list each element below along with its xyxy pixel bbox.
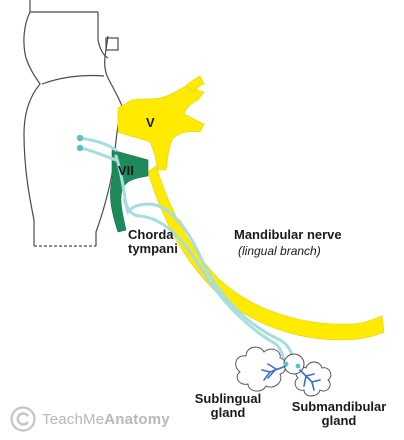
- trigeminal-label: V: [146, 115, 155, 130]
- mandibular-nerve-label: Mandibular nerve: [234, 227, 342, 242]
- trigeminal-nerve: [117, 75, 385, 341]
- watermark: TeachMeAnatomy: [10, 406, 170, 432]
- copyright-icon: [10, 406, 36, 432]
- brainstem-outline: [23, 0, 123, 247]
- sublingual-label-line2: gland: [210, 405, 246, 420]
- watermark-prefix: TeachMe: [42, 410, 105, 428]
- submandibular-label-line1: Submandibular: [291, 399, 387, 414]
- sublingual-label-line1: Sublingual: [194, 391, 262, 406]
- ganglion-nodes: [283, 361, 301, 369]
- lingual-branch-label: (lingual branch): [238, 244, 321, 258]
- submandibular-label-line2: gland: [321, 413, 357, 428]
- nucleus-dots: [76, 134, 84, 152]
- ganglion-branches: [261, 363, 321, 391]
- submandibular-gland: [294, 361, 332, 397]
- chorda-tympani-label-line1: Chorda: [128, 227, 174, 242]
- watermark-text: TeachMeAnatomy: [42, 411, 170, 428]
- watermark-brand: Anatomy: [104, 410, 170, 428]
- chorda-tympani-label-line2: tympani: [128, 241, 178, 256]
- facial-label: VII: [118, 163, 134, 178]
